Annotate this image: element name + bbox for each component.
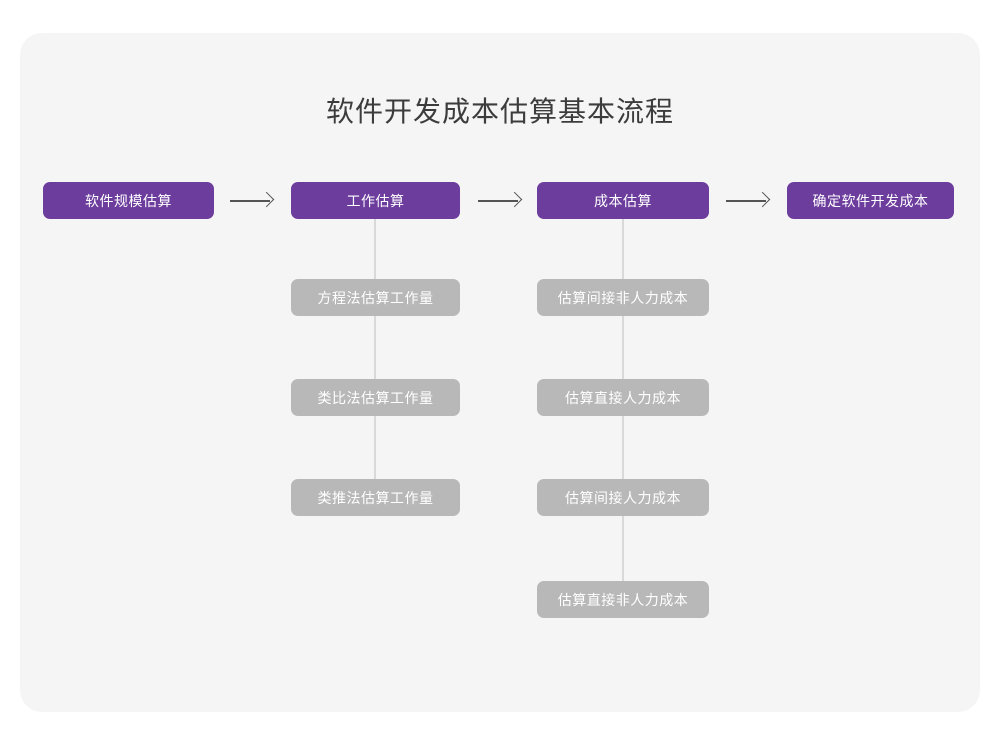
branch-node-label: 估算间接非人力成本 bbox=[557, 289, 689, 306]
arrow-shaft bbox=[478, 200, 518, 202]
arrow-right-icon-1 bbox=[230, 191, 276, 211]
branch-node-equation-method-workload[interactable]: 方程法估算工作量 bbox=[291, 279, 460, 316]
arrow-right-icon-3 bbox=[726, 191, 772, 211]
branch-node-label: 估算直接非人力成本 bbox=[557, 591, 689, 608]
arrow-shaft bbox=[726, 200, 766, 202]
connector-line-work-estimation bbox=[374, 219, 376, 499]
flow-node-software-scale-estimation[interactable]: 软件规模估算 bbox=[43, 182, 214, 219]
flow-node-cost-estimation[interactable]: 成本估算 bbox=[537, 182, 709, 219]
flow-node-label: 确定软件开发成本 bbox=[812, 192, 929, 209]
arrow-head bbox=[258, 191, 275, 208]
branch-node-label: 方程法估算工作量 bbox=[317, 289, 434, 306]
arrow-shaft bbox=[230, 200, 270, 202]
arrow-head bbox=[754, 191, 771, 208]
branch-node-label: 估算间接人力成本 bbox=[565, 489, 681, 506]
page-title: 软件开发成本估算基本流程 bbox=[325, 96, 674, 127]
branch-node-direct-non-labor-cost[interactable]: 估算直接非人力成本 bbox=[537, 581, 709, 618]
flow-node-label: 成本估算 bbox=[594, 192, 652, 209]
flow-node-label: 工作估算 bbox=[346, 192, 405, 209]
branch-node-extrapolation-method-workload[interactable]: 类推法估算工作量 bbox=[291, 479, 460, 516]
diagram-card bbox=[20, 33, 980, 712]
branch-node-indirect-labor-cost[interactable]: 估算间接人力成本 bbox=[537, 479, 709, 516]
branch-node-label: 类比法估算工作量 bbox=[317, 389, 434, 406]
branch-node-indirect-non-labor-cost[interactable]: 估算间接非人力成本 bbox=[537, 279, 709, 316]
arrow-head bbox=[506, 191, 523, 208]
branch-node-direct-labor-cost[interactable]: 估算直接人力成本 bbox=[537, 379, 709, 416]
flow-node-determine-dev-cost[interactable]: 确定软件开发成本 bbox=[787, 182, 954, 219]
branch-node-label: 估算直接人力成本 bbox=[565, 389, 681, 406]
branch-node-label: 类推法估算工作量 bbox=[317, 489, 434, 506]
arrow-right-icon-2 bbox=[478, 191, 524, 211]
flow-node-label: 软件规模估算 bbox=[85, 192, 172, 209]
branch-node-analogy-method-workload[interactable]: 类比法估算工作量 bbox=[291, 379, 460, 416]
flow-node-work-estimation[interactable]: 工作估算 bbox=[291, 182, 460, 219]
